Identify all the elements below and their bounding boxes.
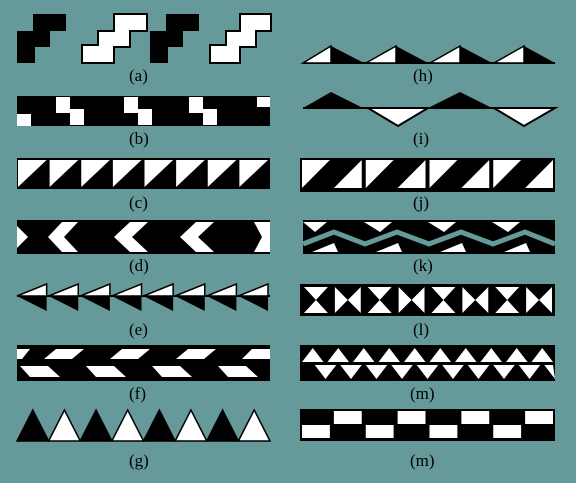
pattern-e <box>16 282 270 311</box>
pattern-b <box>17 96 270 126</box>
label-a: (a) <box>129 66 148 85</box>
label-i: (i) <box>413 129 430 148</box>
pattern-m2 <box>300 409 555 441</box>
pattern-a <box>17 13 272 64</box>
pattern-f <box>17 345 270 381</box>
label-h: (h) <box>413 66 433 85</box>
label-g: (g) <box>129 451 149 470</box>
pattern-d <box>17 220 270 254</box>
pattern-m1 <box>300 345 555 381</box>
pattern-h <box>300 44 555 64</box>
label-j: (j) <box>413 193 430 212</box>
pattern-i <box>303 92 559 128</box>
label-d: (d) <box>129 256 149 275</box>
label-f: (f) <box>129 384 146 403</box>
label-l: (l) <box>413 320 430 339</box>
pattern-j <box>300 158 555 192</box>
label-c: (c) <box>129 193 148 212</box>
pattern-l <box>300 284 555 316</box>
label-e: (e) <box>129 320 148 339</box>
label-m-checkered: (m) <box>410 451 435 470</box>
label-k: (k) <box>413 256 433 275</box>
label-m-triangles: (m) <box>410 384 435 403</box>
pattern-g <box>15 408 272 442</box>
pattern-k <box>302 220 556 254</box>
pattern-c <box>17 158 270 189</box>
label-b: (b) <box>129 129 149 148</box>
